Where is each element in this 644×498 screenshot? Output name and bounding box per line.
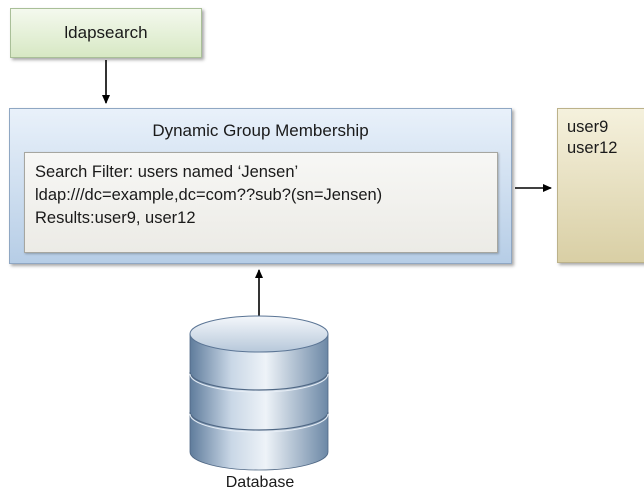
ldap-url-line: ldap:///dc=example,dc=com??sub?(sn=Jense… <box>35 186 383 204</box>
ldapsearch-node: ldapsearch <box>10 8 202 58</box>
search-filter-line: Search Filter: users named ‘Jensen’ <box>35 163 299 181</box>
result-user-item: user12 <box>567 139 618 157</box>
search-filter-panel: Search Filter: users named ‘Jensen’ ldap… <box>24 152 498 253</box>
ldapsearch-label: ldapsearch <box>64 23 148 42</box>
dynamic-group-membership-node: Dynamic Group Membership Search Filter: … <box>9 108 512 264</box>
database-label: Database <box>225 474 295 491</box>
database-icon <box>189 315 329 471</box>
results-line: Results:user9, user12 <box>35 209 196 227</box>
results-node: user9 user12 <box>557 108 644 263</box>
result-user-item: user9 <box>567 118 609 136</box>
dynamic-group-title: Dynamic Group Membership <box>152 121 369 140</box>
